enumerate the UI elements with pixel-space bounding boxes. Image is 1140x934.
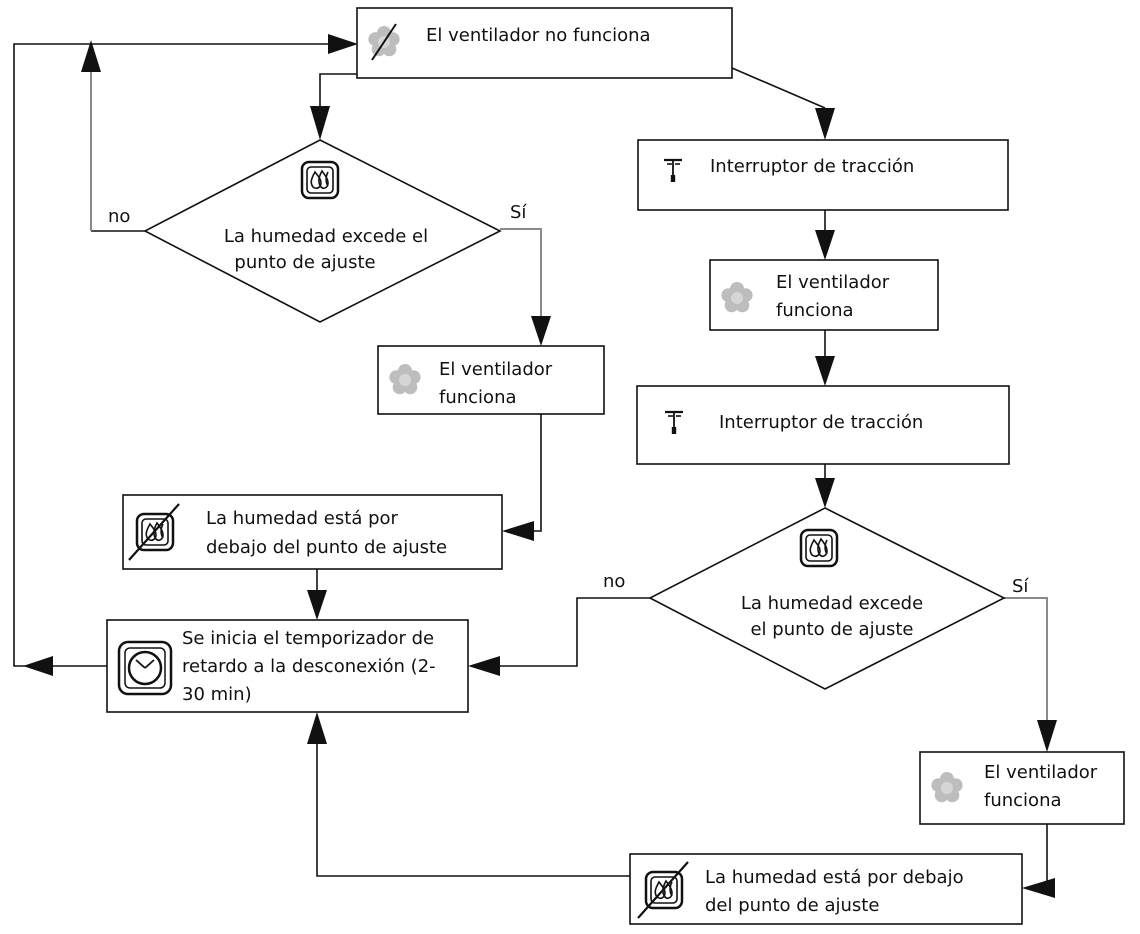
node-text-line1: La humedad excede <box>741 593 923 614</box>
node-text-line1: La humedad está por debajo <box>705 867 964 888</box>
arrowhead <box>1037 720 1057 752</box>
node-fan-off: El ventilador no funciona <box>356 7 733 79</box>
node-text-line2: el punto de ajuste <box>750 619 913 640</box>
connector-right-yes <box>1004 597 1048 722</box>
connector-right-no-to-timer <box>498 597 650 667</box>
connector-left-yes <box>500 228 542 318</box>
node-humidity-decision-left: La humedad excede el punto de ajuste <box>143 139 502 323</box>
node-text: Interruptor de tracción <box>719 412 923 433</box>
humidity-off-icon <box>637 861 689 919</box>
fan-off-icon <box>368 23 400 61</box>
node-text-line1: Se inicia el temporizador de <box>182 628 434 649</box>
edge-label-yes: Sí <box>1012 576 1029 597</box>
connector-fanoff-to-pullswitch <box>731 67 826 109</box>
humidity-off-icon <box>128 503 180 561</box>
node-text-line2: funciona <box>439 387 517 408</box>
arrowhead <box>815 356 835 386</box>
arrowhead <box>815 478 835 508</box>
humidity-icon <box>300 160 340 200</box>
node-text-line1: El ventilador <box>776 272 890 293</box>
connector-below-right-to-timer <box>316 742 630 877</box>
node-text-line1: La humedad está por <box>206 508 399 529</box>
connector-fanleft-to-below-left <box>532 414 542 532</box>
connector-timer-loop-to-top <box>13 43 330 667</box>
arrowhead <box>23 656 53 676</box>
arrowhead <box>531 316 551 346</box>
node-humidity-below-right: La humedad está por debajo del punto de … <box>629 853 1023 925</box>
node-text-line2: retardo a la desconexión (2- <box>182 656 436 677</box>
arrowhead <box>307 712 327 744</box>
arrowhead <box>328 34 358 54</box>
clock-icon <box>117 640 173 696</box>
arrowhead <box>815 108 835 140</box>
node-text-line1: La humedad excede el <box>224 226 428 247</box>
arrowhead <box>1022 878 1055 898</box>
node-text: El ventilador no funciona <box>426 25 651 46</box>
node-text-line1: El ventilador <box>439 359 553 380</box>
node-pull-switch-1: Interruptor de tracción <box>637 139 1009 211</box>
node-text-line2: funciona <box>984 790 1062 811</box>
edge-label-yes: Sí <box>510 202 527 223</box>
arrowhead <box>307 590 327 620</box>
humidity-icon <box>799 528 839 568</box>
node-timer: Se inicia el temporizador de retardo a l… <box>106 619 469 713</box>
node-pull-switch-2: Interruptor de tracción <box>636 385 1010 465</box>
node-fan-on-left: El ventilador funciona <box>377 345 605 415</box>
arrowhead <box>468 656 500 676</box>
node-text-line1: El ventilador <box>984 762 1098 783</box>
arrowhead <box>81 40 101 72</box>
node-text-line2: debajo del punto de ajuste <box>206 537 447 558</box>
node-text-line3: 30 min) <box>182 684 252 705</box>
arrowhead <box>815 230 835 260</box>
node-humidity-below-left: La humedad está por debajo del punto de … <box>122 494 503 570</box>
edge-label-no: no <box>108 206 130 227</box>
node-humidity-decision-right: La humedad excede el punto de ajuste <box>648 507 1006 690</box>
node-text-line2: funciona <box>776 300 854 321</box>
node-text-line2: punto de ajuste <box>234 252 375 273</box>
arrowhead <box>502 521 534 541</box>
node-fan-on-right-2: El ventilador funciona <box>919 751 1125 825</box>
node-fan-on-right-1: El ventilador funciona <box>709 259 939 331</box>
edge-label-no: no <box>603 571 625 592</box>
node-text: Interruptor de tracción <box>710 156 914 177</box>
node-text-line2: del punto de ajuste <box>705 895 879 916</box>
connector-fan-right2-to-below-right <box>1046 824 1052 889</box>
connectors <box>13 34 1057 898</box>
arrowhead <box>310 106 330 140</box>
connector-fanoff-to-left-decision <box>319 73 357 108</box>
